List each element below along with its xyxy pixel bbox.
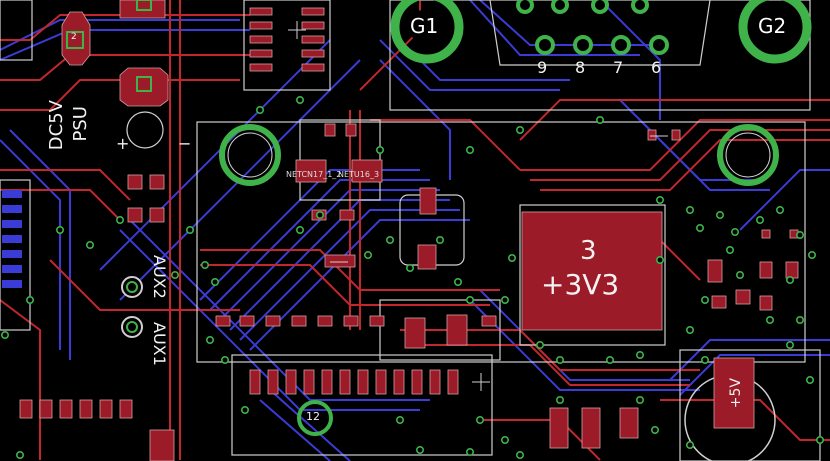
via [465, 295, 474, 304]
plus5v-label: +5V [728, 378, 744, 409]
via [695, 224, 704, 233]
psu-label: PSU [70, 106, 91, 142]
via [700, 295, 709, 304]
via [435, 236, 444, 245]
via [55, 226, 64, 235]
via [807, 251, 816, 260]
via [385, 236, 394, 245]
via [15, 450, 24, 459]
via [86, 241, 95, 250]
via [595, 116, 604, 125]
pin-label-9: 9 [537, 58, 548, 77]
regulator-label: +3V3 [541, 268, 620, 301]
net-label-u16: NETU16_3 [338, 170, 380, 179]
via-number-label: 12 [306, 410, 320, 423]
via [700, 355, 709, 364]
aux2-label: AUX2 [150, 255, 169, 299]
via [795, 231, 804, 240]
via [241, 405, 250, 414]
net-label-cn17: NETCN17_1_2 [286, 170, 342, 179]
polarity-plus: + [116, 134, 130, 153]
via [25, 295, 34, 304]
via [186, 226, 195, 235]
via [605, 355, 614, 364]
via [785, 275, 794, 284]
via-field [0, 96, 824, 459]
via [0, 330, 10, 339]
via [375, 146, 384, 155]
dc5v-label: DC5V [46, 100, 67, 151]
via [116, 216, 125, 225]
via [405, 263, 414, 272]
via [555, 395, 564, 404]
via [507, 254, 516, 263]
via [765, 315, 774, 324]
via [795, 315, 804, 324]
via [685, 206, 694, 215]
pad-2-label: 2 [71, 32, 77, 42]
pin-label-8: 8 [575, 58, 586, 77]
mounting-holes [219, 0, 812, 461]
via [650, 425, 659, 434]
g2-label: G2 [758, 14, 787, 38]
via [255, 106, 264, 115]
via [715, 211, 724, 220]
via [465, 447, 474, 456]
via [465, 146, 474, 155]
polarity-minus: − [178, 134, 192, 153]
connector-pins [121, 0, 669, 338]
via [635, 350, 644, 359]
via [555, 355, 564, 364]
via [500, 295, 509, 304]
via [515, 126, 524, 135]
via [315, 211, 324, 220]
via [500, 435, 509, 444]
g1-label: G1 [410, 14, 439, 38]
via [395, 415, 404, 424]
silkscreen-marks [288, 21, 668, 391]
via [295, 96, 304, 105]
pin-label-6: 6 [651, 58, 662, 77]
via [211, 277, 220, 286]
via [295, 226, 304, 235]
via [685, 325, 694, 334]
via [363, 251, 372, 260]
via [635, 395, 644, 404]
via [453, 277, 462, 286]
via [535, 340, 544, 349]
via [655, 255, 664, 264]
via [735, 270, 744, 279]
via [475, 415, 484, 424]
via [206, 335, 215, 344]
via [775, 206, 784, 215]
via [685, 440, 694, 449]
via [730, 228, 739, 237]
via [655, 196, 664, 205]
via [201, 260, 210, 269]
via [171, 270, 180, 279]
pin-label-7: 7 [613, 58, 624, 77]
via [815, 435, 824, 444]
via [221, 355, 230, 364]
pad-number-label: 3 [580, 236, 597, 266]
via [725, 246, 734, 255]
smd-pads [2, 0, 799, 461]
aux1-label: AUX1 [150, 322, 169, 366]
via [415, 445, 424, 454]
square-pads [66, 0, 152, 92]
via [805, 375, 814, 384]
via [755, 216, 764, 225]
via [515, 450, 524, 459]
via [785, 340, 794, 349]
